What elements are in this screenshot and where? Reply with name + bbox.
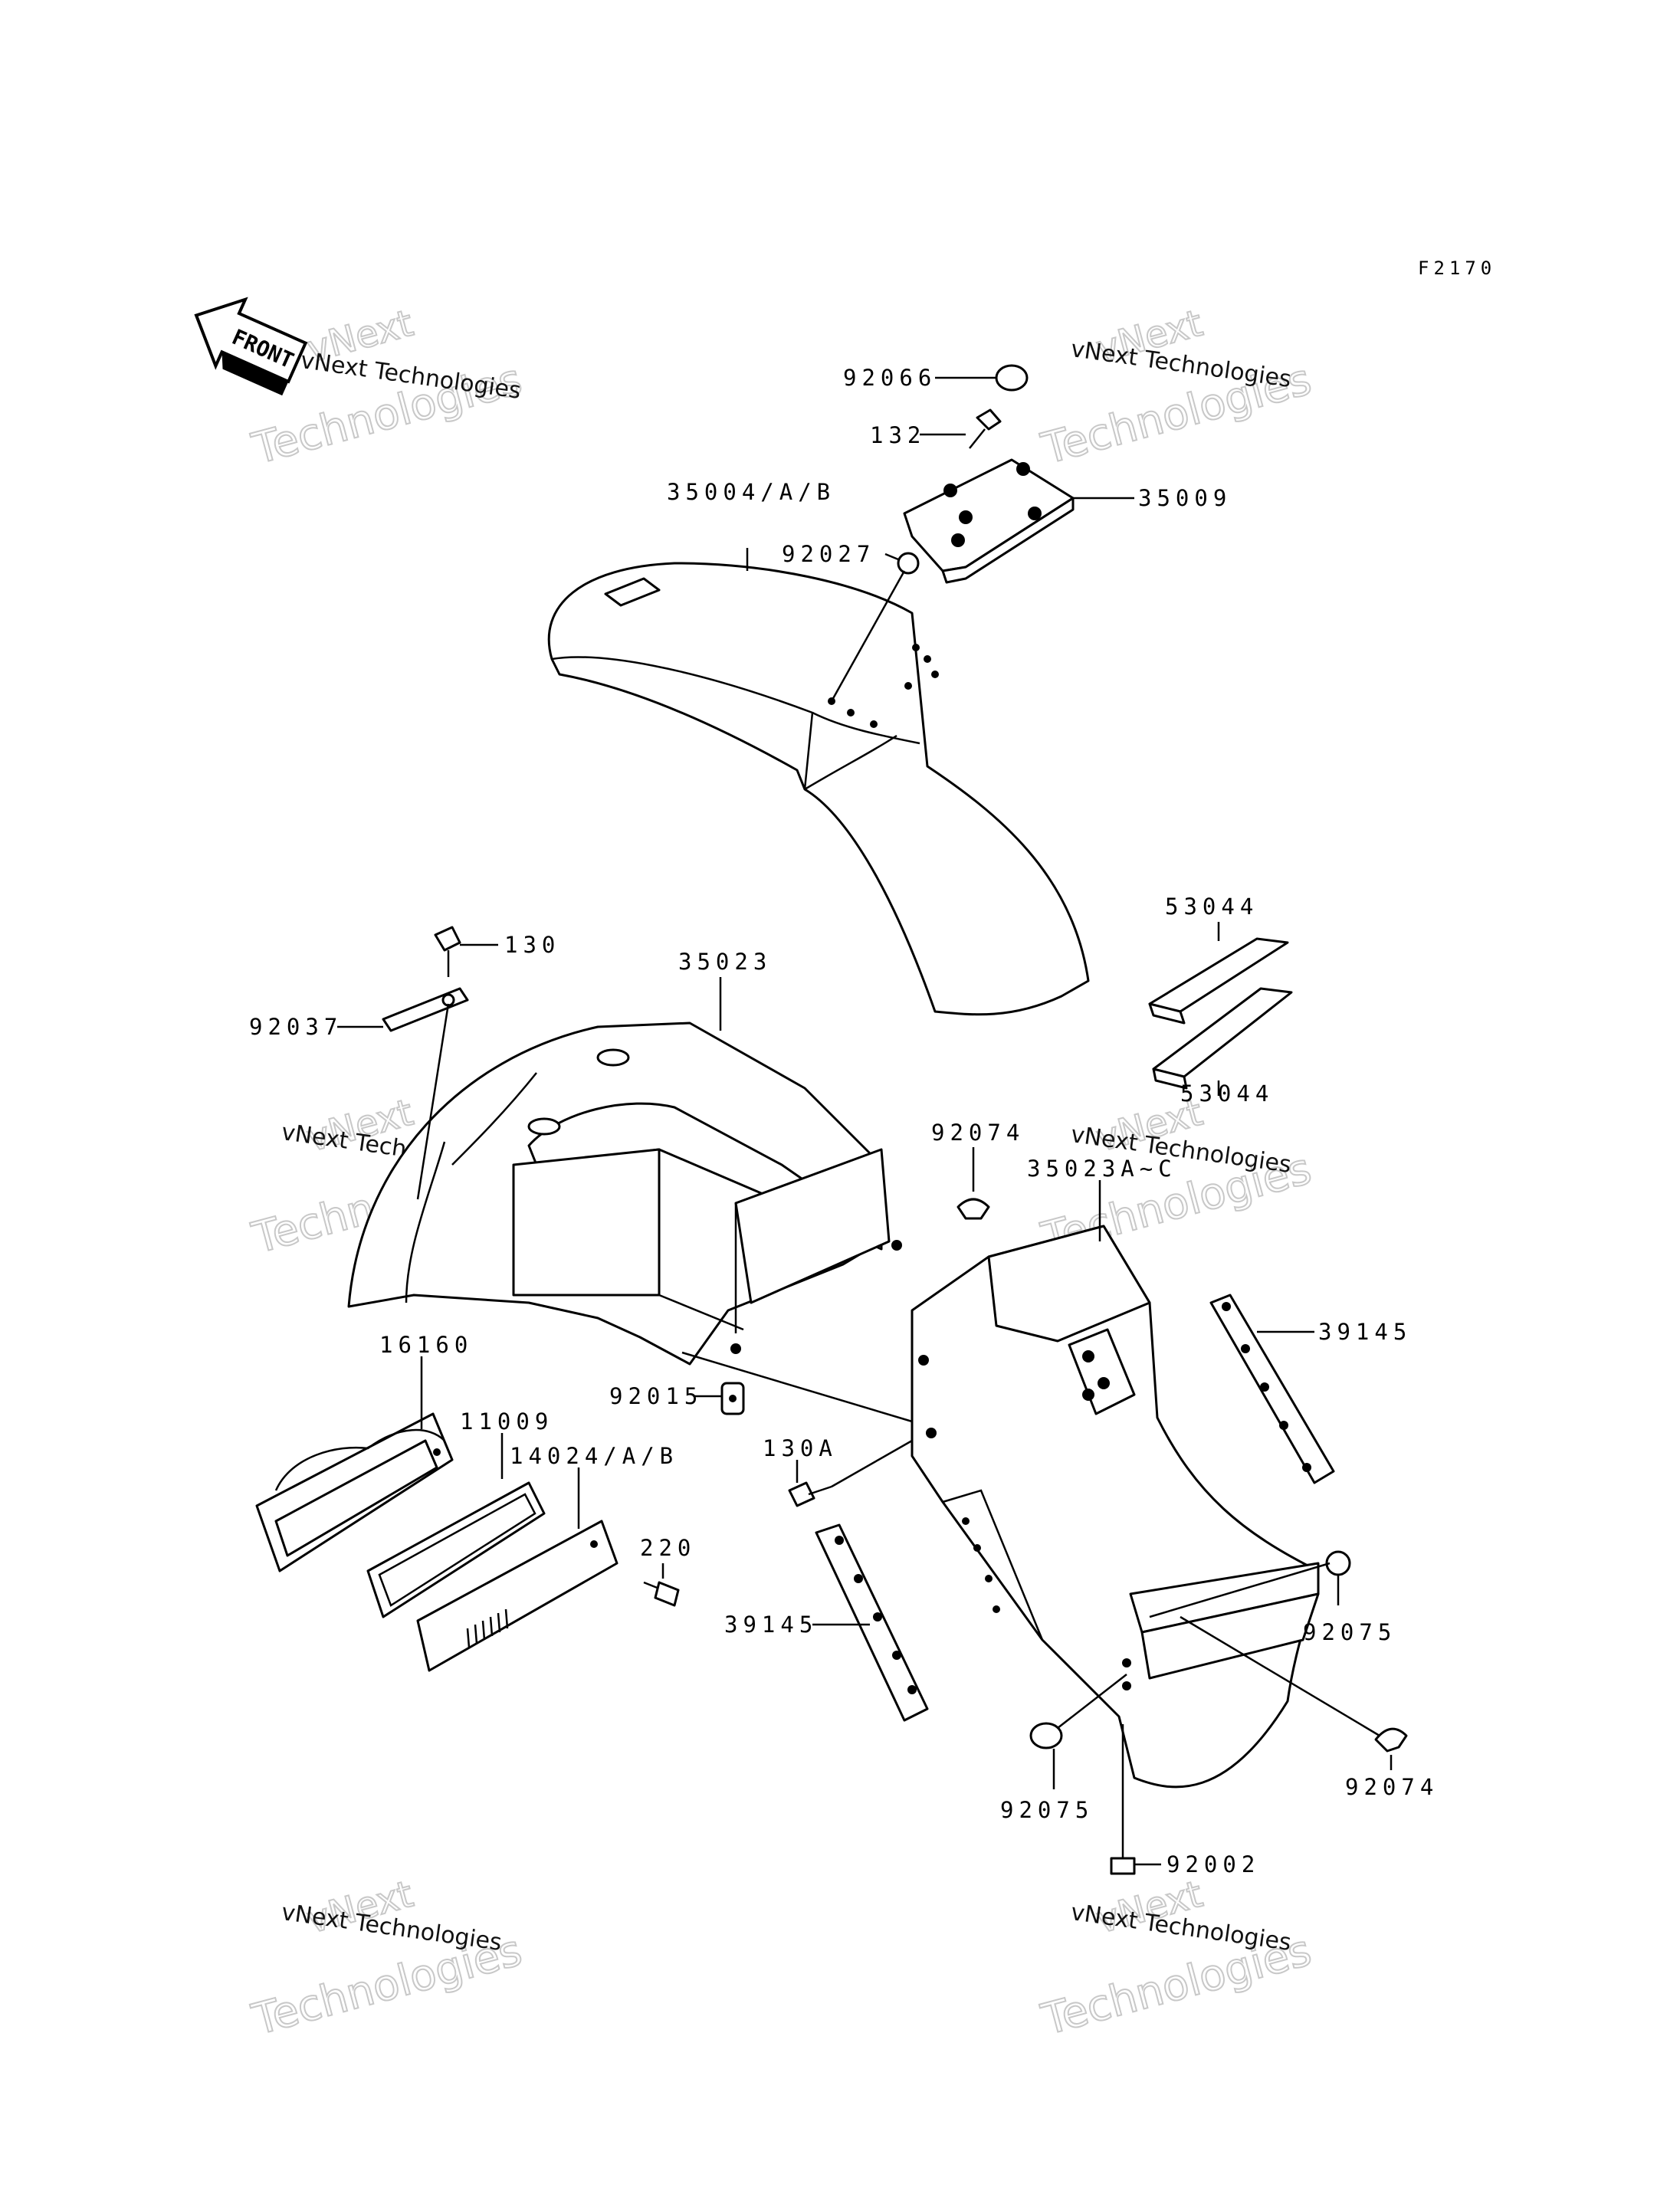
- taillight-gasket-11009: [366, 1481, 546, 1618]
- trim-53044-bottom: [1152, 987, 1293, 1090]
- trim-39145-left: [815, 1523, 929, 1722]
- callout-130A: 130A: [763, 1435, 838, 1461]
- callout-220: 220: [640, 1535, 696, 1561]
- callout-92066: 92066: [843, 365, 937, 391]
- front-arrow-icon: FRONT: [194, 297, 308, 396]
- callout-92075-left: 92075: [1000, 1797, 1094, 1823]
- callout-92074-top: 92074: [931, 1120, 1025, 1146]
- fender-bracket: [903, 458, 1075, 584]
- bolt-130A-icon: [788, 1481, 832, 1507]
- grommet-92075-right-icon: [1325, 1550, 1351, 1576]
- watermark-top-left: vNext Technologies vNext Technologies: [246, 301, 527, 475]
- callout-16160: 16160: [379, 1332, 473, 1358]
- callout-92075-right: 92075: [1303, 1619, 1396, 1645]
- taillight-housing-16160: [255, 1412, 454, 1572]
- nut-92027-icon: [897, 552, 920, 575]
- watermark-bottom-right: vNext Technologies vNext Technologies: [1035, 1872, 1317, 2046]
- callout-92002: 92002: [1166, 1851, 1260, 1877]
- callout-35023: 35023: [678, 949, 772, 975]
- watermark-bottom-left: vNext Technologies vNext Technologies: [246, 1872, 527, 2046]
- callout-92074-bottom: 92074: [1345, 1774, 1439, 1800]
- callout-11009: 11009: [460, 1408, 553, 1435]
- plate-92037-icon: [382, 987, 469, 1032]
- callout-53044-bottom: 53044: [1180, 1080, 1274, 1107]
- leader-lines: [337, 376, 1393, 1866]
- callout-35009: 35009: [1138, 485, 1232, 511]
- callout-39145-right: 39145: [1318, 1319, 1412, 1345]
- callout-130: 130: [504, 932, 560, 958]
- callout-92015: 92015: [609, 1383, 703, 1409]
- watermark-top-right: vNext Technologies vNext Technologies: [1035, 301, 1317, 475]
- callout-92027: 92027: [782, 541, 875, 567]
- callout-14024: 14024/A/B: [510, 1443, 678, 1469]
- callout-35004: 35004/A/B: [667, 479, 835, 505]
- screw-92002-icon: [1110, 1835, 1136, 1875]
- bolt-130-icon: [434, 926, 461, 977]
- callout-39145-left: 39145: [724, 1612, 818, 1638]
- screw-220-icon: [643, 1581, 680, 1607]
- taillight-lens-14024: [416, 1520, 619, 1672]
- trim-53044-top: [1148, 937, 1289, 1025]
- callout-53044-top: 53044: [1165, 894, 1258, 920]
- front-fender: [547, 562, 1090, 1016]
- callout-35023A: 35023A~C: [1027, 1156, 1177, 1182]
- callout-92037: 92037: [249, 1014, 343, 1040]
- bolt-132-icon: [969, 408, 1002, 449]
- rear-fender-front: [347, 1021, 902, 1366]
- cap-92066-icon: [995, 364, 1029, 392]
- trim-39145-right: [1209, 1294, 1335, 1484]
- clip-92015-icon: [720, 1382, 745, 1415]
- callout-132: 132: [870, 422, 926, 448]
- figure-reference: F2170: [1418, 257, 1496, 279]
- callout-labels: 92066 132 35009 35004/A/B 92027 53044 53…: [249, 365, 1439, 1877]
- grommet-92075-left-icon: [1029, 1722, 1063, 1749]
- grommet-92074-top-icon: [956, 1198, 990, 1220]
- rear-fender-rear: [911, 1225, 1320, 1789]
- grommet-92074-bottom-icon: [1374, 1727, 1408, 1753]
